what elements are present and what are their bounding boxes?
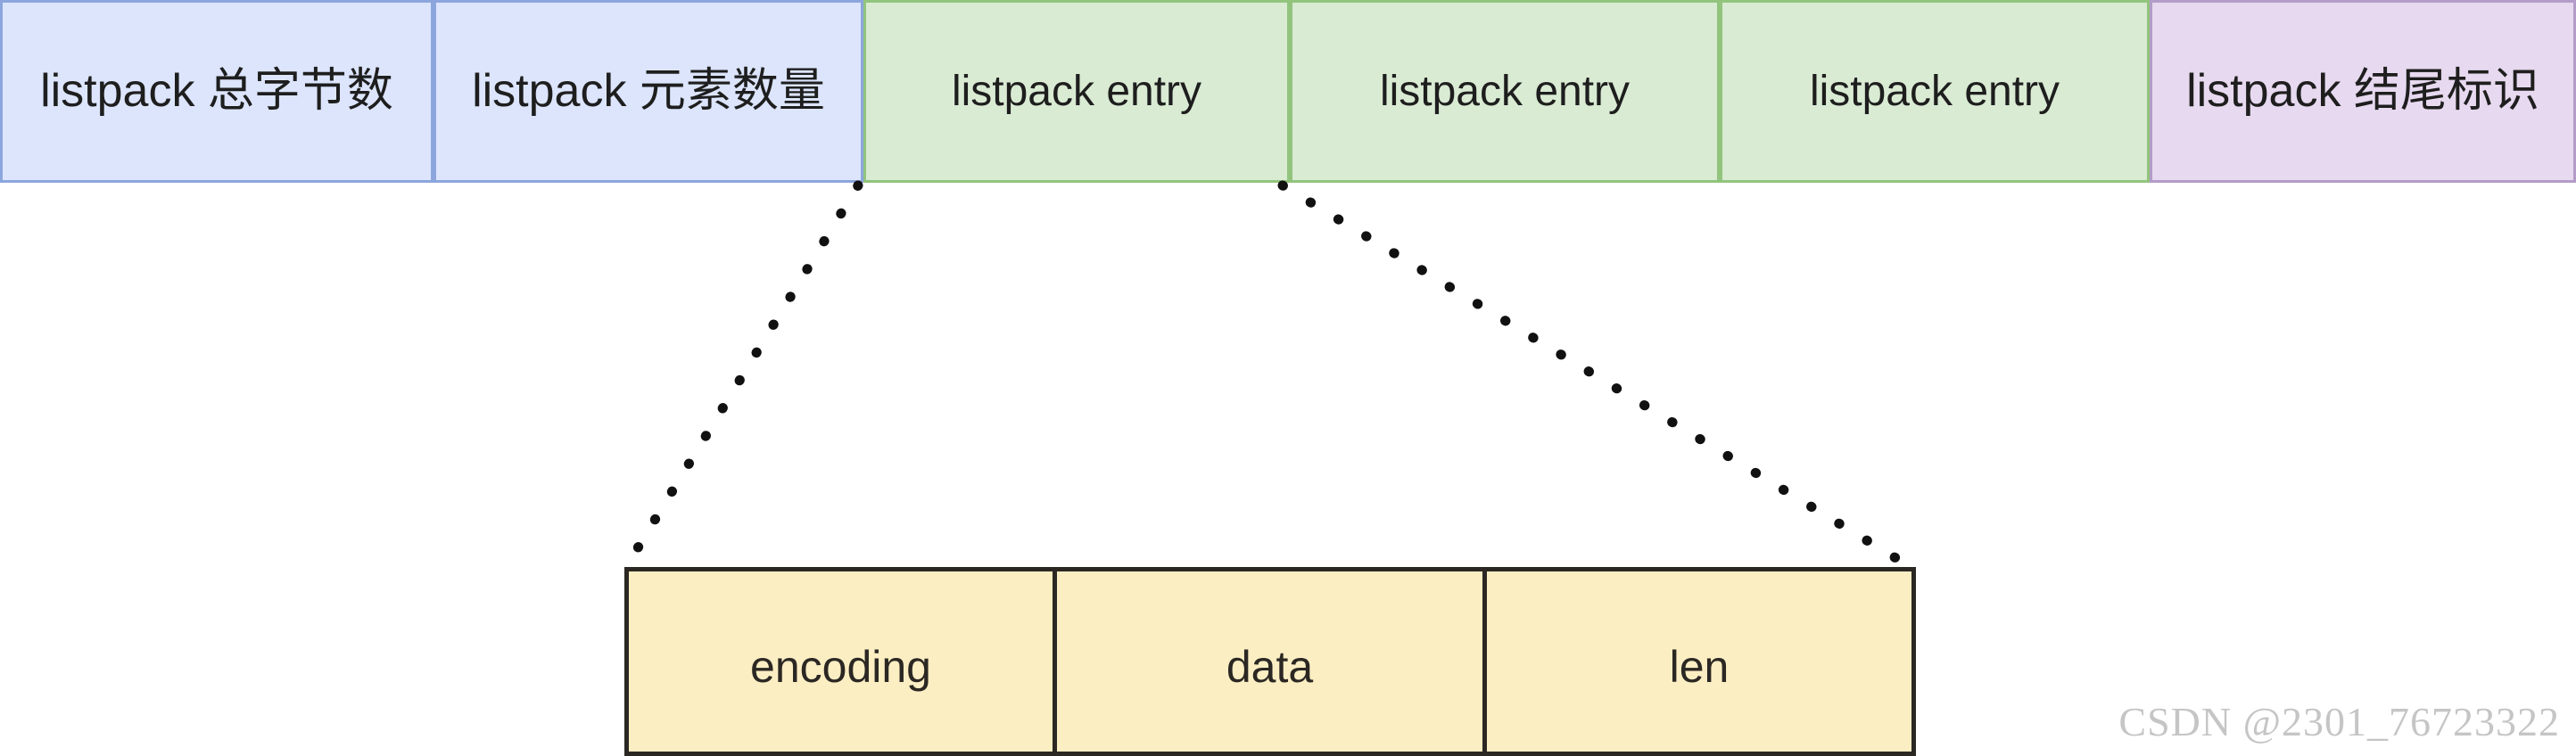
listpack-entry-cell-2: listpack entry (1290, 0, 1720, 183)
entry-data-label: data (1226, 642, 1314, 692)
listpack-entry-label-1: listpack entry (951, 67, 1202, 115)
listpack-total-bytes-cell: listpack 总字节数 (0, 0, 433, 183)
entry-data-cell: data (1053, 571, 1482, 752)
listpack-layout-row: listpack 总字节数 listpack 元素数量 listpack ent… (0, 0, 2576, 183)
csdn-watermark: CSDN @2301_76723322 (2118, 699, 2560, 744)
left-dotted-connector (621, 180, 863, 572)
listpack-element-count-cell: listpack 元素数量 (433, 0, 863, 183)
entry-encoding-label: encoding (750, 642, 931, 692)
listpack-total-bytes-label: listpack 总字节数 (40, 65, 393, 118)
listpack-entry-label-2: listpack entry (1379, 67, 1631, 115)
listpack-end-marker-cell: listpack 结尾标识 (2150, 0, 2576, 183)
listpack-entry-cell-3: listpack entry (1720, 0, 2150, 183)
listpack-element-count-label: listpack 元素数量 (472, 65, 825, 118)
entry-len-label: len (1669, 642, 1730, 692)
right-dotted-connector (1277, 180, 1916, 572)
listpack-entry-detail-row: encoding data len (624, 567, 1916, 756)
listpack-end-marker-label: listpack 结尾标识 (2186, 65, 2539, 118)
listpack-entry-cell-1: listpack entry (863, 0, 1290, 183)
entry-encoding-cell: encoding (629, 571, 1053, 752)
entry-len-cell: len (1482, 571, 1911, 752)
listpack-entry-label-3: listpack entry (1809, 67, 2060, 115)
